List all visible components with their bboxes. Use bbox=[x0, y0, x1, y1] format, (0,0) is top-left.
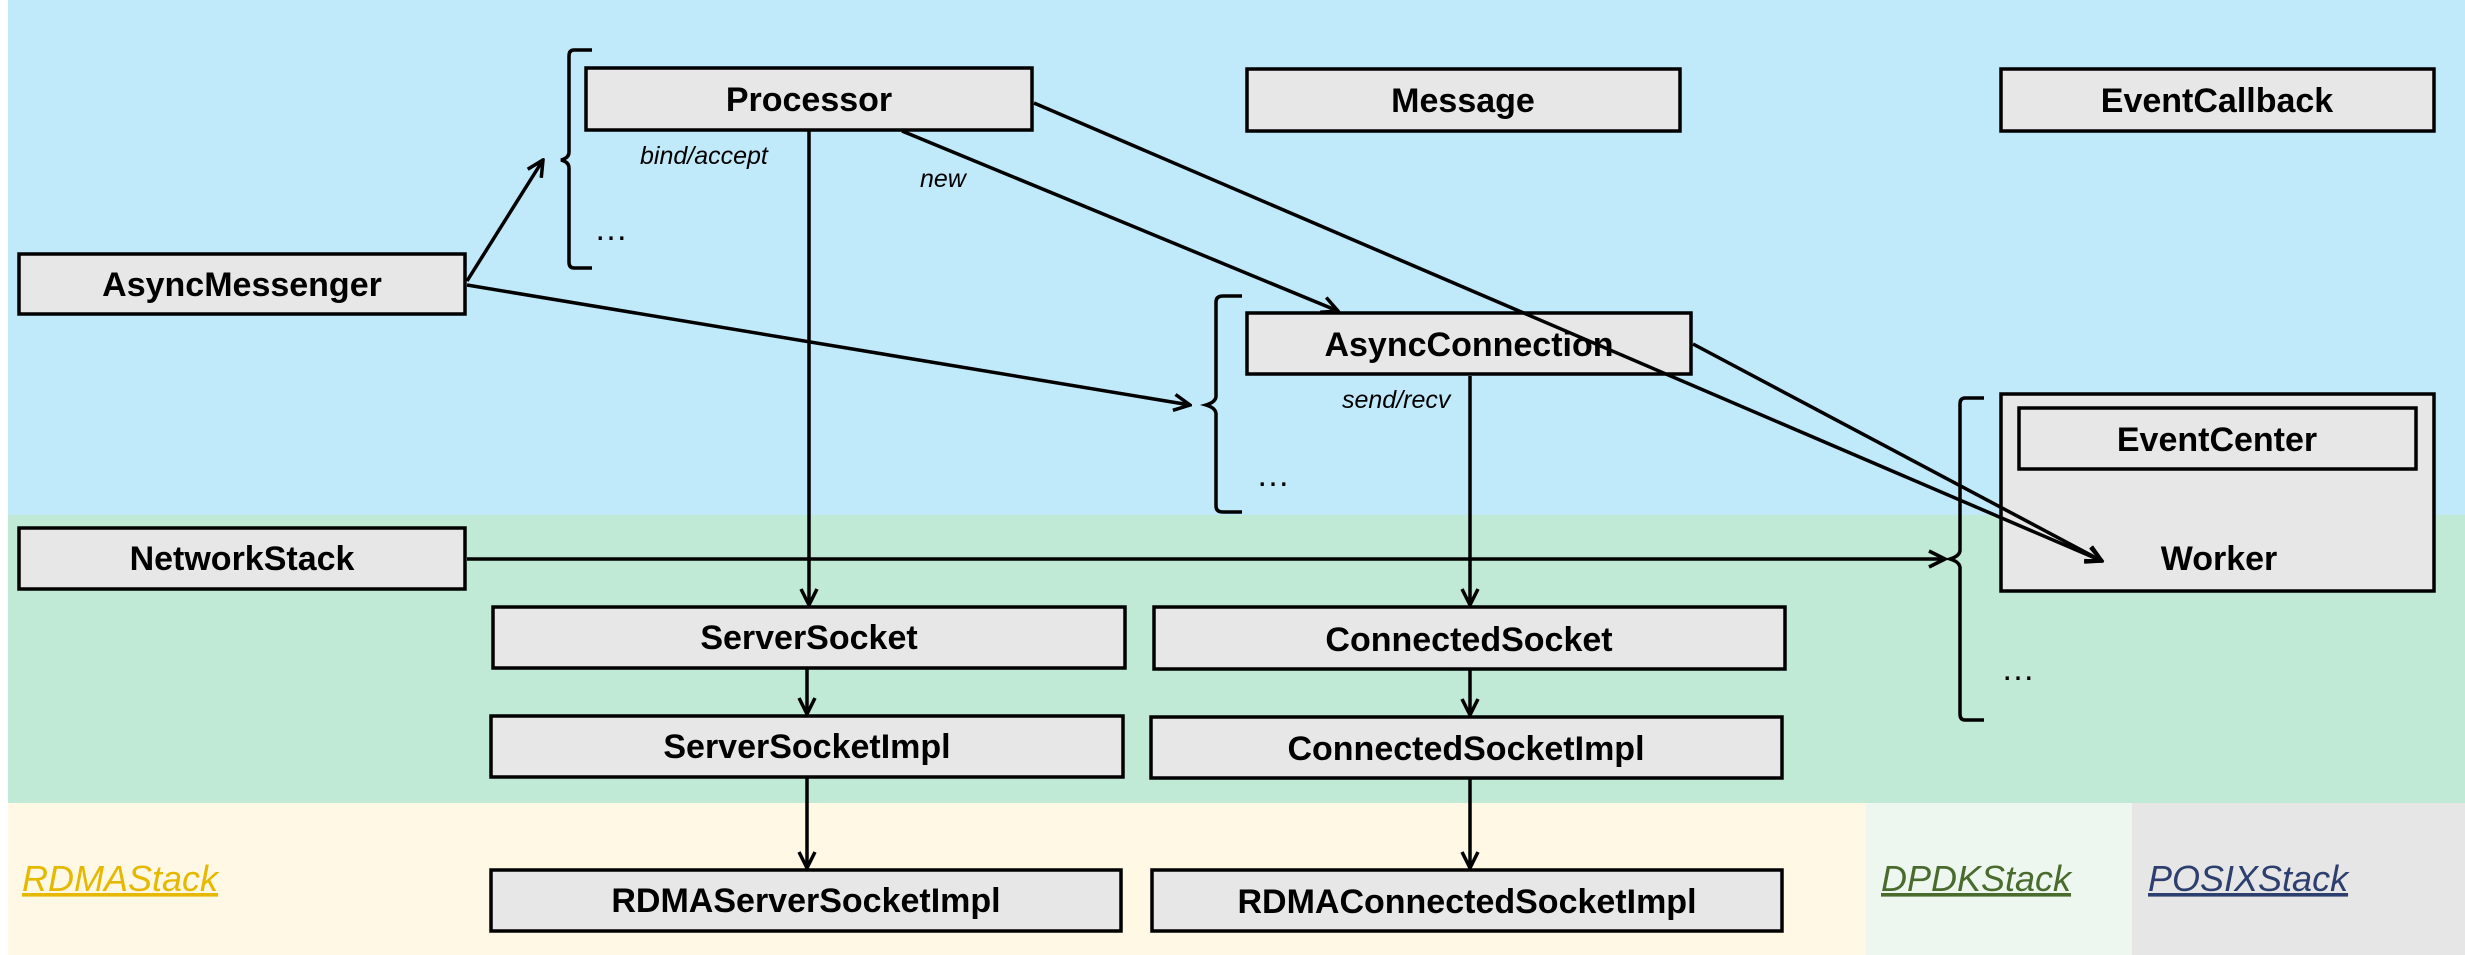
async-messenger-box: AsyncMessenger bbox=[17, 252, 467, 316]
connected-socket-impl-box: ConnectedSocketImpl bbox=[1149, 715, 1784, 780]
server-socket-label: ServerSocket bbox=[700, 619, 917, 657]
posix-stack-region bbox=[2132, 803, 2465, 955]
rdma-server-socket-impl-box: RDMAServerSocketImpl bbox=[489, 868, 1123, 933]
network-stack-label: NetworkStack bbox=[130, 540, 355, 578]
message-box: Message bbox=[1245, 67, 1682, 133]
worker-label: Worker bbox=[2161, 540, 2278, 578]
connected-socket-box: ConnectedSocket bbox=[1152, 605, 1787, 671]
async-messenger-label: AsyncMessenger bbox=[102, 266, 382, 304]
processor-label: Processor bbox=[726, 81, 892, 119]
new-label: new bbox=[920, 165, 968, 193]
rdma-server-socket-impl-label: RDMAServerSocketImpl bbox=[611, 882, 1000, 920]
server-socket-impl-label: ServerSocketImpl bbox=[663, 728, 950, 766]
server-socket-impl-box: ServerSocketImpl bbox=[489, 714, 1125, 779]
connections-ellipsis: … bbox=[1256, 456, 1290, 494]
rdma-connected-socket-impl-box: RDMAConnectedSocketImpl bbox=[1150, 868, 1784, 933]
arrow-processor-new-connection bbox=[901, 129, 1338, 311]
arrow-connection-to-worker bbox=[1692, 342, 2102, 561]
event-center-label: EventCenter bbox=[2117, 421, 2317, 459]
processors-ellipsis: … bbox=[594, 210, 628, 248]
network-stack-box: NetworkStack bbox=[17, 526, 467, 591]
rdma-stack-label: RDMAStack bbox=[22, 858, 220, 899]
server-socket-box: ServerSocket bbox=[491, 605, 1127, 670]
dpdk-stack-region bbox=[1866, 803, 2132, 955]
arrow-messenger-to-processors bbox=[465, 160, 543, 282]
arrow-processor-to-worker bbox=[1033, 101, 2102, 561]
dpdk-stack-label: DPDKStack bbox=[1881, 858, 2073, 899]
connected-socket-impl-label: ConnectedSocketImpl bbox=[1287, 730, 1644, 768]
worker-group-brace bbox=[1943, 396, 1984, 722]
message-label: Message bbox=[1391, 82, 1535, 120]
send-recv-label: send/recv bbox=[1342, 386, 1452, 414]
event-center-box: EventCenter bbox=[2017, 406, 2418, 471]
processor-group-brace bbox=[560, 48, 592, 270]
workers-ellipsis: … bbox=[2001, 650, 2035, 688]
connection-group-brace bbox=[1199, 294, 1242, 514]
event-callback-label: EventCallback bbox=[2101, 82, 2334, 120]
arrow-messenger-to-connections bbox=[466, 283, 1190, 405]
async-connection-box: AsyncConnection bbox=[1245, 311, 1693, 376]
event-callback-box: EventCallback bbox=[1999, 67, 2436, 133]
bind-accept-label: bind/accept bbox=[640, 142, 769, 170]
processor-box: Processor bbox=[584, 66, 1034, 132]
rdma-connected-socket-impl-label: RDMAConnectedSocketImpl bbox=[1237, 883, 1696, 921]
posix-stack-label: POSIXStack bbox=[2148, 858, 2350, 899]
connector-arrows bbox=[465, 101, 2102, 868]
connected-socket-label: ConnectedSocket bbox=[1325, 621, 1612, 659]
